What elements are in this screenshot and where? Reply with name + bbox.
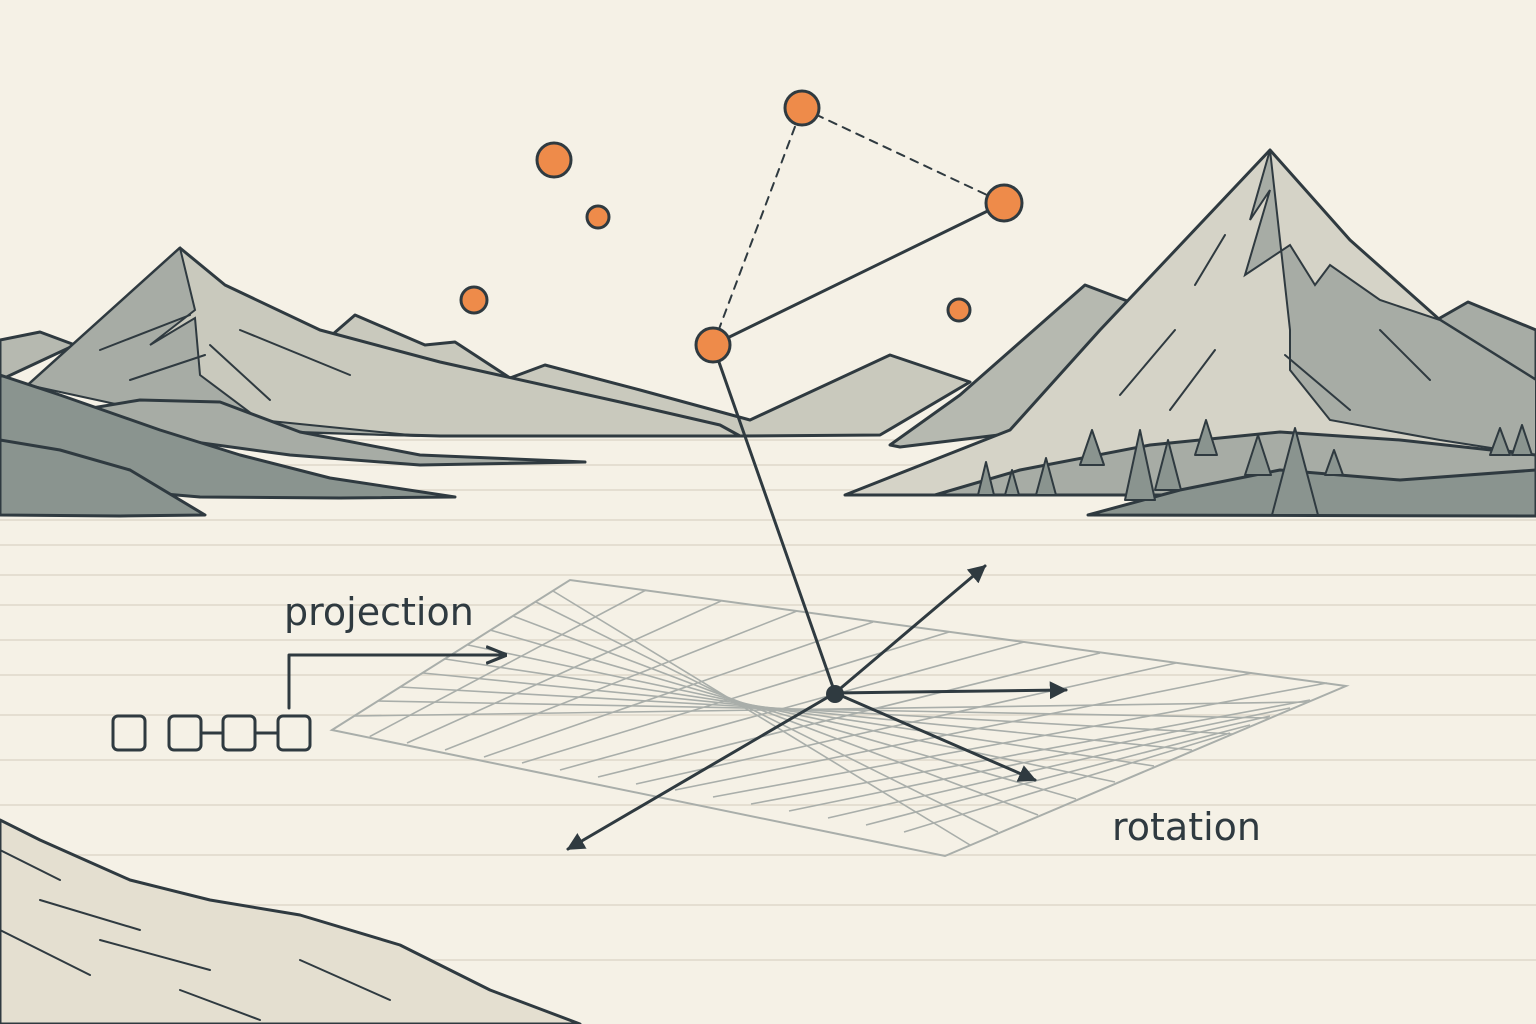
axis-up-right [833,564,987,695]
point-float-4 [946,297,972,323]
ground-grid [329,578,1350,858]
shore-strokes [0,849,391,1021]
point-joint [694,326,732,364]
dashed-link-top [801,107,1005,204]
point-float-1 [535,141,573,179]
node-chain-icon [111,714,312,752]
projection-arrow [287,655,505,710]
point-float-2 [585,204,611,230]
left-shore [78,398,587,467]
left-mountain-strokes [99,314,351,401]
axis-down-right [833,691,1037,782]
point-float-3 [459,285,489,315]
left-hill-foreground [0,438,207,518]
point-top [783,89,821,127]
foreground-shore [0,818,582,1024]
left-mountain-shade [25,246,421,437]
chain-link-vertical [711,343,837,695]
axis-right [833,681,1068,700]
rotation-axes [566,564,1068,851]
origin-point [826,685,844,703]
point-right [984,183,1024,223]
projection-label: projection [284,590,474,634]
right-mountain-strokes [1119,234,1431,411]
dashed-link-left [712,107,803,346]
axis-down-left [566,691,837,851]
orange-points [459,89,1024,364]
tree-group [977,419,1533,516]
point-chain [711,107,1006,695]
rotation-label: rotation [1112,805,1261,849]
right-mountain-shade [1243,149,1536,457]
chain-link-upper [711,201,1006,347]
